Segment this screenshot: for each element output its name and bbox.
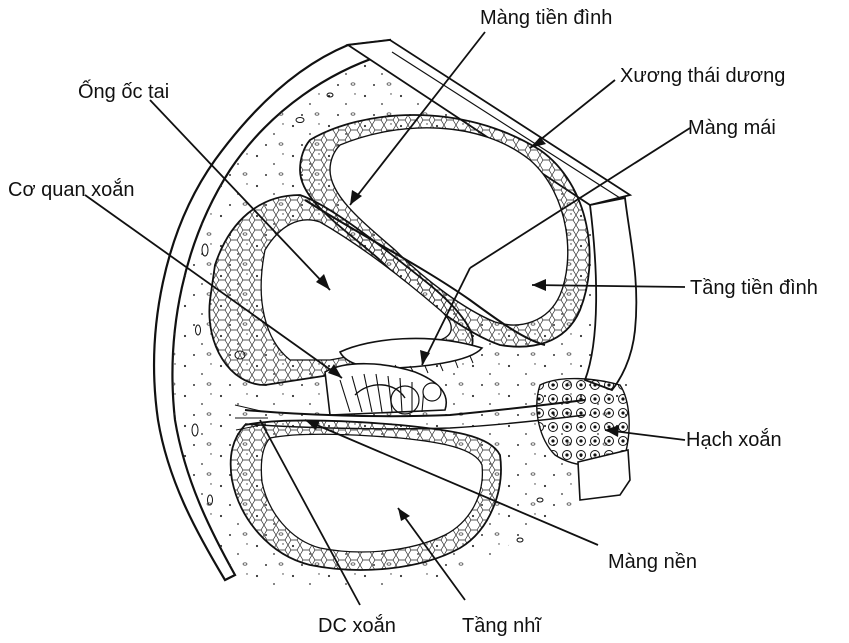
label-vestibular-membrane: Màng tiền đình — [480, 8, 612, 28]
label-tectorial-membrane: Màng mái — [688, 118, 776, 138]
leader-temporal-bone — [530, 80, 615, 148]
label-scala-tympani: Tầng nhĩ — [462, 616, 541, 636]
label-spiral-ganglion: Hạch xoắn — [686, 430, 782, 450]
label-temporal-bone: Xương thái dương — [620, 66, 785, 86]
label-basilar-membrane: Màng nền — [608, 552, 697, 572]
label-spiral-ligament: DC xoắn — [318, 616, 396, 636]
label-organ-of-corti: Cơ quan xoắn — [8, 180, 135, 200]
label-scala-vestibuli: Tầng tiền đình — [690, 278, 818, 298]
label-cochlear-duct: Ống ốc tai — [78, 82, 169, 102]
